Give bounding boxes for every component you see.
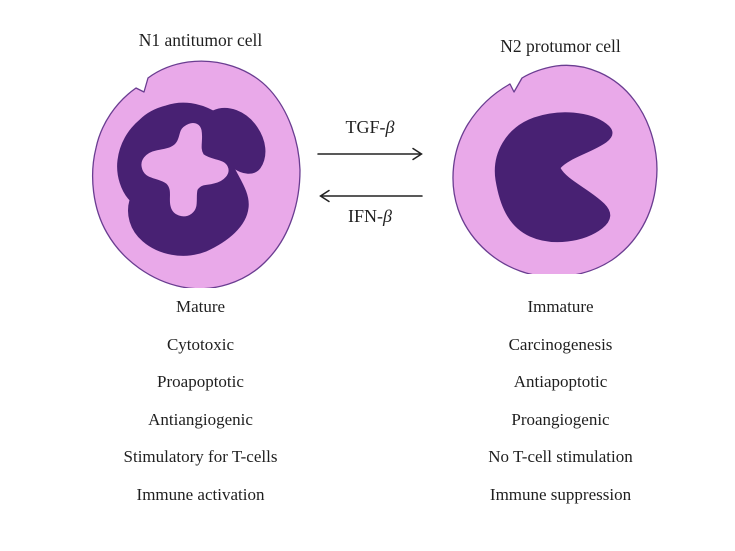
n1-property-item: Immune activation <box>136 484 265 504</box>
n1-nucleus-shape <box>117 102 266 256</box>
n2-properties-list: Immature Carcinogenesis Antiapoptotic Pr… <box>438 297 683 505</box>
arrow-right-icon <box>317 147 423 161</box>
n1-property-item: Antiangiogenic <box>148 409 253 429</box>
n2-cell-title: N2 protumor cell <box>500 36 621 56</box>
n2-neutrophil-illustration <box>452 64 658 274</box>
n1-property-item: Proapoptotic <box>157 372 244 391</box>
n2-property-item: Immature <box>527 297 594 316</box>
n2-nucleus-shape <box>494 112 613 242</box>
ifn-beta-label: IFN-β <box>310 205 430 227</box>
ifn-label-text: IFN- <box>348 206 384 226</box>
n1-neutrophil-illustration <box>91 60 301 288</box>
n1-property-item: Cytotoxic <box>166 334 235 354</box>
beta-symbol: β <box>385 117 395 137</box>
n1-property-item: Stimulatory for T-cells <box>123 447 278 466</box>
arrow-left-icon <box>319 189 423 203</box>
n1-properties-list: Mature Cytotoxic Proapoptotic Antiangiog… <box>78 297 323 505</box>
n2-property-item: Antiapoptotic <box>513 372 608 391</box>
tgf-label-text: TGF- <box>345 117 386 137</box>
n2-property-item: Proangiogenic <box>511 409 610 429</box>
n2-property-item: Carcinogenesis <box>508 334 613 354</box>
beta-symbol: β <box>383 206 392 226</box>
n1-property-item: Mature <box>175 297 226 316</box>
n2-property-item: Immune suppression <box>489 484 632 504</box>
tgf-beta-label: TGF-β <box>310 116 430 138</box>
n2-property-item: No T-cell stimulation <box>488 447 633 466</box>
n1-cell-title: N1 antitumor cell <box>138 30 263 50</box>
